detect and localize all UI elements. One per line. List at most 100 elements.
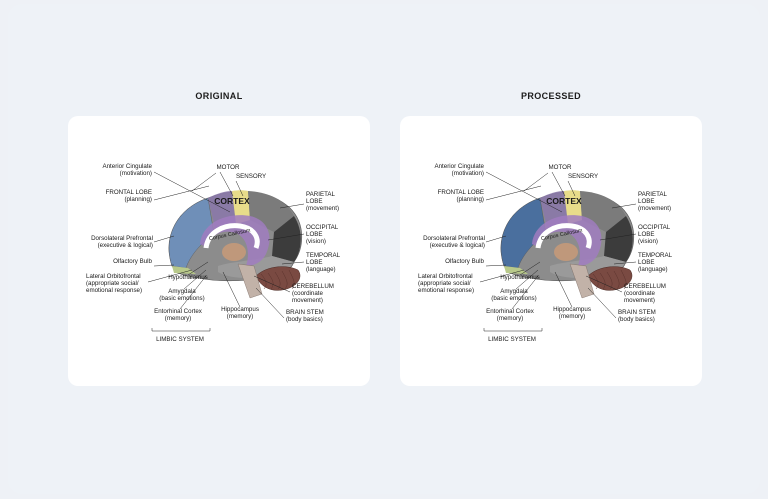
cerebellum-region — [255, 266, 301, 291]
leader-line — [183, 269, 207, 290]
label-line: (appropriate social/ — [418, 280, 471, 287]
hippocampus-label: Hippocampus(memory) — [221, 306, 259, 320]
cerebellum-fold — [260, 273, 267, 290]
occipital-lobe-region — [272, 216, 301, 262]
leader-line — [279, 203, 305, 209]
amygdala-label: Amygdala(basic emotions) — [159, 288, 204, 302]
label-line: OCCIPITAL — [306, 224, 339, 231]
label-line: Hypothalamus — [168, 274, 208, 281]
olfactory-bulb-region — [504, 266, 528, 274]
leader-line — [147, 269, 193, 283]
label-line: BRAIN STEM — [286, 309, 324, 316]
cerebellum-region — [587, 266, 633, 291]
cerebellum-fold — [599, 272, 606, 290]
entorhinal-cortex-label: Entorhinal Cortex(memory) — [486, 308, 535, 322]
label-line: (movement) — [638, 205, 671, 212]
label-line: Hippocampus — [553, 306, 591, 313]
brain-regions — [500, 190, 635, 299]
leader-line — [281, 261, 305, 265]
label-line: BRAIN STEM — [618, 309, 656, 316]
leader-line — [523, 172, 549, 192]
label-line: Olfactory Bulb — [113, 258, 152, 265]
label-line: Amygdala — [500, 288, 528, 295]
label-line: (motivation) — [452, 170, 484, 177]
hypothalamus-label: Hypothalamus — [500, 274, 540, 281]
label-line: Anterior Cingulate — [102, 163, 152, 170]
label-line: LOBE — [638, 231, 655, 238]
leader-line — [219, 171, 234, 197]
leader-line — [153, 235, 175, 243]
hippocampus-label: Hippocampus(memory) — [553, 306, 591, 320]
sensory-label: SENSORY — [568, 173, 598, 180]
leader-line — [613, 261, 637, 265]
leader-line — [479, 269, 525, 283]
label-line: movement) — [292, 297, 323, 304]
label-line: TEMPORAL — [638, 252, 673, 259]
label-line: Hypothalamus — [500, 274, 540, 281]
label-line: (memory) — [227, 313, 253, 320]
leader-line — [153, 264, 175, 267]
leader-line — [551, 171, 566, 197]
leader-line — [187, 261, 209, 276]
label-line: (language) — [306, 266, 336, 273]
leader-line — [235, 180, 244, 197]
label-line: Lateral Orbitofrontal — [418, 273, 473, 280]
hypothalamus-label: Hypothalamus — [168, 274, 208, 281]
amygdala-label: Amygdala(basic emotions) — [491, 288, 536, 302]
original-title: ORIGINAL — [195, 91, 243, 101]
anterior-cingulate-label: Anterior Cingulate(motivation) — [434, 163, 484, 177]
cortex-label: CORTEX — [214, 196, 250, 206]
leader-line — [253, 275, 291, 293]
leader-line — [153, 171, 231, 213]
label-line: (planning) — [124, 196, 152, 203]
cerebellum-fold — [281, 270, 288, 290]
lateral-orbitofrontal-label: Lateral Orbitofrontal(appropriate social… — [418, 273, 474, 294]
leader-line — [255, 287, 285, 319]
leader-line — [511, 275, 539, 310]
cerebellum-fold — [613, 270, 620, 290]
label-line: LIMBIC SYSTEM — [156, 336, 204, 343]
label-line: Dorsolateral Prefrontal — [91, 235, 153, 242]
brain-stem-region — [569, 263, 595, 299]
label-line: SENSORY — [568, 173, 598, 180]
corpus-callosum — [203, 223, 260, 249]
leader-line — [567, 180, 576, 197]
limbic-system-label: LIMBIC SYSTEM — [156, 336, 204, 343]
sensory-label: SENSORY — [236, 173, 266, 180]
label-line: (body basics) — [618, 316, 655, 323]
motor-label: MOTOR — [217, 164, 240, 171]
olfactory-bulb-region — [172, 266, 196, 274]
leader-line — [153, 185, 210, 201]
label-line: OCCIPITAL — [638, 224, 671, 231]
leader-line — [554, 271, 573, 308]
label-line: (body basics) — [286, 316, 323, 323]
thalamus-region — [222, 243, 246, 261]
label-line: emotional response) — [418, 287, 474, 294]
label-line: (planning) — [456, 196, 484, 203]
olfactory-bulb-label: Olfactory Bulb — [113, 258, 152, 265]
label-line: (memory) — [165, 315, 191, 322]
motor-label: MOTOR — [549, 164, 572, 171]
lateral-orbitofrontal-label: Lateral Orbitofrontal(appropriate social… — [86, 273, 142, 294]
leader-line — [485, 235, 507, 243]
cerebellum-fold — [288, 269, 295, 290]
anterior-cingulate-label: Anterior Cingulate(motivation) — [102, 163, 152, 177]
cortex-label: CORTEX — [546, 196, 582, 206]
occipital-lobe-region — [604, 216, 633, 262]
label-line: Entorhinal Cortex — [486, 308, 535, 315]
leader-line — [515, 269, 539, 290]
cerebellum-fold — [620, 269, 627, 290]
dorsolateral-label: Dorsolateral Prefrontal(executive & logi… — [91, 235, 153, 249]
leader-line — [485, 264, 507, 267]
label-line: FRONTAL LOBE — [106, 189, 152, 196]
cerebellum-fold — [592, 273, 599, 290]
label-line: movement) — [624, 297, 655, 304]
label-line: Lateral Orbitofrontal — [86, 273, 141, 280]
label-line: (memory) — [559, 313, 585, 320]
label-line: LOBE — [306, 259, 323, 266]
